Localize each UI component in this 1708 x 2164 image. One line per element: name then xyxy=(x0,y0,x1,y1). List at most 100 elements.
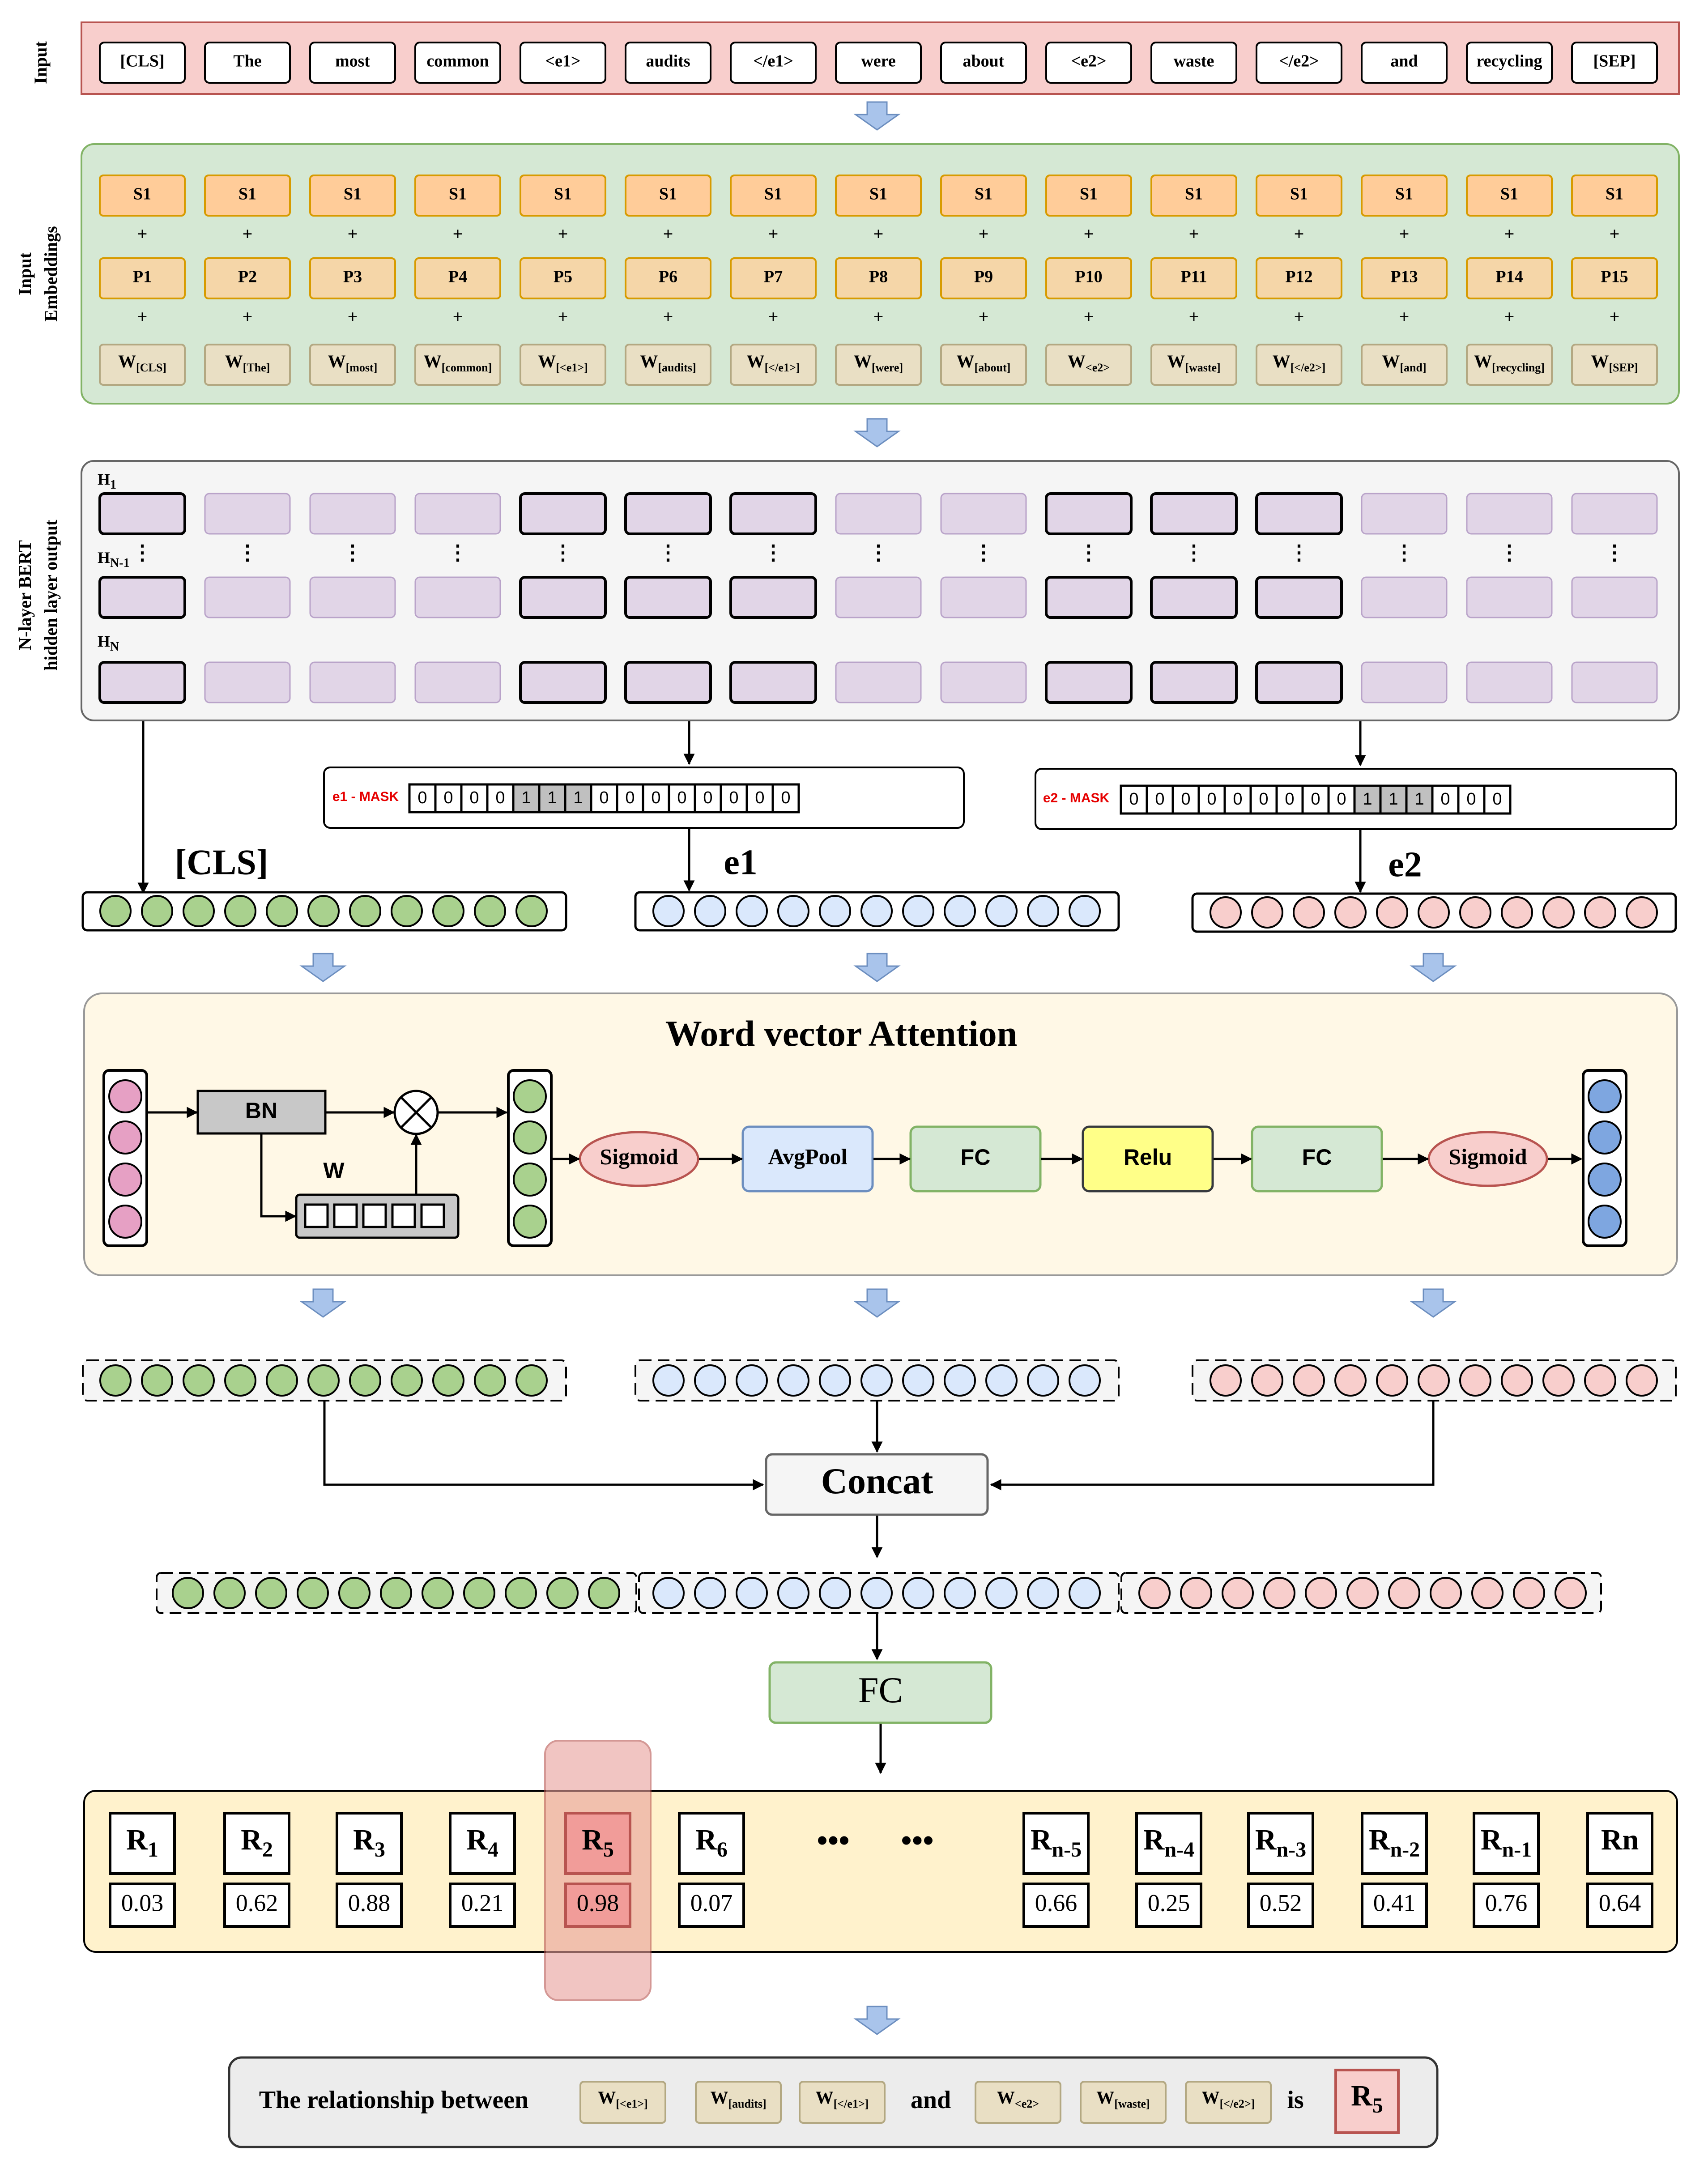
position-embedding-box xyxy=(940,257,1027,299)
concat-vector-dot xyxy=(1388,1577,1420,1609)
relation-label-box xyxy=(1247,1812,1314,1875)
concat-vector-dot xyxy=(777,1577,809,1609)
attention-input-vector xyxy=(102,1069,148,1247)
segment-embedding: S1 xyxy=(975,185,992,204)
attention-mid-dot xyxy=(513,1120,547,1154)
position-embedding: P4 xyxy=(448,268,467,286)
segment-embedding-box xyxy=(1466,175,1553,217)
relation-score-box xyxy=(223,1883,290,1928)
e1-mask-cell xyxy=(408,783,437,814)
hidden-state-entity xyxy=(1150,661,1238,704)
relation-label-main: R xyxy=(1369,1823,1391,1856)
e2-mask-cell xyxy=(1275,784,1304,815)
w-cell xyxy=(333,1203,358,1228)
result-word-box xyxy=(975,2081,1061,2124)
concat-vector-dot xyxy=(944,1577,976,1609)
result-e1-word-sub: [</e1>] xyxy=(834,2097,869,2110)
relation-label-main: Rn xyxy=(1601,1823,1639,1856)
result-e2-word-sub: [</e2>] xyxy=(1220,2097,1255,2110)
word-embedding-box xyxy=(1466,344,1553,386)
hidden-state xyxy=(1571,493,1658,535)
relation-label-main: R xyxy=(695,1823,717,1856)
position-embedding-box xyxy=(1466,257,1553,299)
word-embedding-box xyxy=(1571,344,1658,386)
plus-sign: + xyxy=(1610,307,1620,327)
e1-vector-dot xyxy=(985,895,1018,927)
plus-sign: + xyxy=(873,307,884,327)
plus-sign: + xyxy=(1504,307,1515,327)
concat-vector-dot xyxy=(694,1577,726,1609)
result-e1-word: W[audits] xyxy=(710,2087,766,2110)
relation-score: 0.21 xyxy=(461,1889,504,1916)
input-token-box xyxy=(99,42,186,84)
input-token: and xyxy=(1390,52,1418,71)
concat-vector-dot xyxy=(1555,1577,1587,1609)
hidden-state xyxy=(1361,576,1448,618)
relation-ellipsis: ••• xyxy=(817,1823,850,1858)
position-embedding-box xyxy=(99,257,186,299)
input-token-box xyxy=(835,42,922,84)
attended-cls-vector-dot xyxy=(349,1364,381,1397)
segment-embedding-box xyxy=(1571,175,1658,217)
relation-label-sub: 2 xyxy=(262,1838,273,1862)
e2-mask-value: 0 xyxy=(1207,790,1216,809)
hidden-state-entity xyxy=(98,492,186,535)
attention-mid-vector xyxy=(507,1069,553,1247)
plus-sign: + xyxy=(1189,224,1199,244)
e1-mask-value: 0 xyxy=(677,788,686,807)
e2-mask-value: 0 xyxy=(1155,790,1164,809)
word-embedding-sub: [were] xyxy=(872,361,903,374)
word-embedding: W[The] xyxy=(225,351,270,374)
vertical-ellipsis: ⋮ xyxy=(553,541,573,564)
result-e1-word-main: W xyxy=(598,2087,616,2108)
down-arrow-icon xyxy=(853,1288,901,1318)
relation-ellipsis: ••• xyxy=(901,1823,934,1858)
e2-vector-dot xyxy=(1542,896,1575,929)
e1-vector-dot xyxy=(652,895,685,927)
input-token-box xyxy=(1045,42,1132,84)
input-token: </e1> xyxy=(753,52,793,71)
relation-score: 0.03 xyxy=(121,1889,164,1916)
attention-input-dot xyxy=(108,1120,142,1154)
result-answer-sub: 5 xyxy=(1372,2094,1383,2117)
input-token-box xyxy=(204,42,291,84)
relation-label: Rn xyxy=(1601,1823,1639,1856)
connector-arrow xyxy=(990,1401,1435,1491)
e2-mask-value: 0 xyxy=(1337,790,1346,809)
e2-mask-value: 0 xyxy=(1492,790,1502,809)
hidden-state-entity xyxy=(729,661,817,704)
attended-cls-vector-dot xyxy=(141,1364,173,1397)
word-embedding-box xyxy=(1045,344,1132,386)
hidden-state xyxy=(414,661,501,703)
relation-label-main: R xyxy=(1255,1823,1277,1856)
result-prefix: The relationship between xyxy=(259,2086,529,2114)
plus-sign: + xyxy=(1294,224,1304,244)
word-embedding-sub: [about] xyxy=(975,361,1011,374)
cls-vector-dot xyxy=(307,895,340,927)
e1-mask-value: 0 xyxy=(703,788,712,807)
attended-cls-vector-dot xyxy=(391,1364,423,1397)
e2-mask-cell xyxy=(1431,784,1460,815)
e1-mask-cell xyxy=(771,783,800,814)
relation-label-sub: n-1 xyxy=(1502,1838,1532,1862)
hidden-state-entity xyxy=(1045,661,1133,704)
plus-sign: + xyxy=(768,307,779,327)
vertical-ellipsis: ⋮ xyxy=(237,541,258,564)
result-word-box xyxy=(1080,2081,1167,2124)
relation-panel xyxy=(83,1790,1678,1953)
position-embedding-box xyxy=(835,257,922,299)
segment-embedding: S1 xyxy=(344,185,362,204)
cls-vector-dot xyxy=(432,895,464,927)
down-arrow-icon xyxy=(853,2006,901,2035)
attention-output-dot xyxy=(1588,1079,1622,1113)
cls-vector-dot xyxy=(141,895,173,927)
word-embedding-sub: [recycling] xyxy=(1492,361,1545,374)
segment-embedding: S1 xyxy=(869,185,887,204)
relation-label: Rn-1 xyxy=(1481,1823,1532,1862)
plus-sign: + xyxy=(979,307,989,327)
e1-vector-dot xyxy=(777,895,809,927)
e1-mask-value: 0 xyxy=(625,788,635,807)
hidden-state xyxy=(835,576,922,618)
e1-mask-value: 1 xyxy=(573,788,583,807)
word-embedding-box xyxy=(99,344,186,386)
